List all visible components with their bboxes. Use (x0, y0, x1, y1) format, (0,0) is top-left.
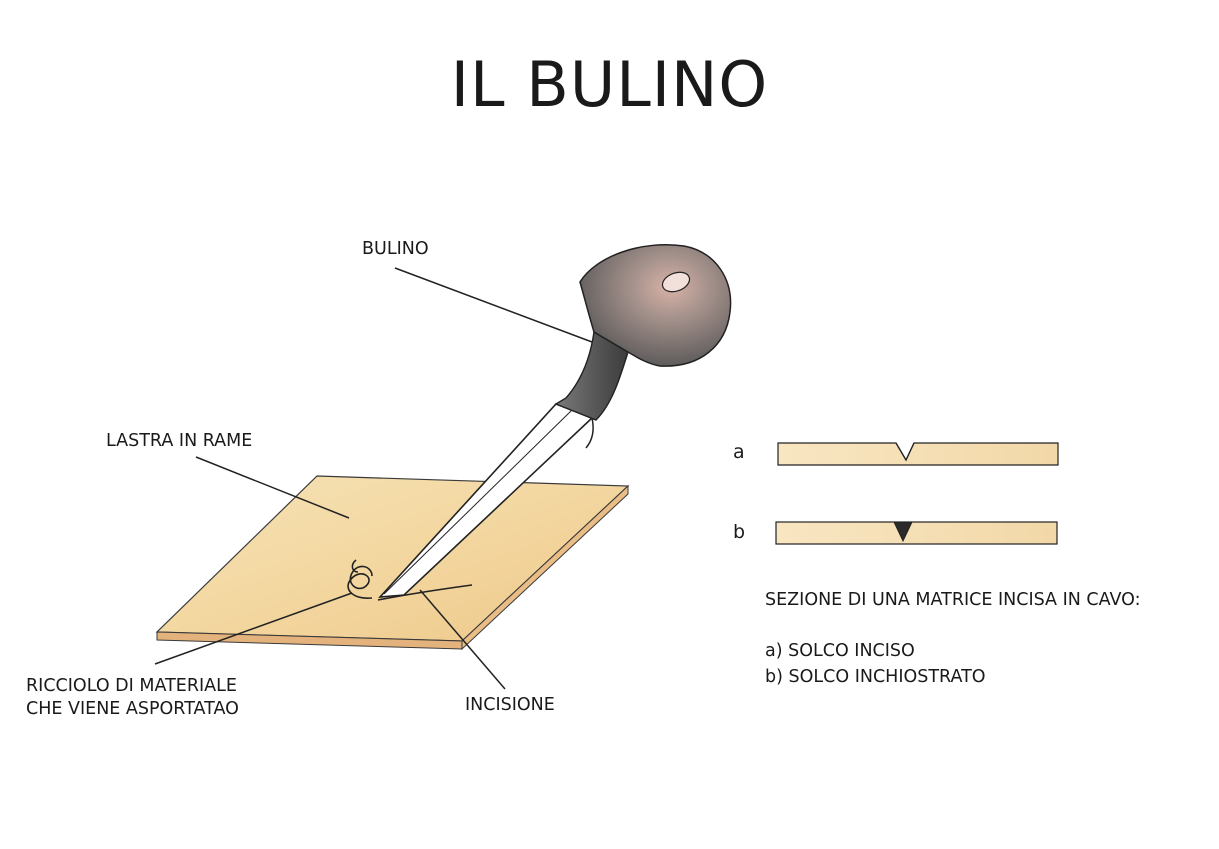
label-ricciolo: RICCIOLO DI MATERIALE CHE VIENE ASPORTAT… (26, 675, 239, 721)
label-lastra-in-rame: LASTRA IN RAME (106, 431, 253, 451)
section-b-diagram (775, 521, 1058, 545)
copper-plate (155, 475, 630, 651)
section-item-a: a) SOLCO INCISO (765, 641, 915, 661)
leader-incisione (419, 589, 506, 690)
section-b-letter: b (733, 521, 746, 543)
leader-ricciolo (154, 592, 353, 665)
section-caption: SEZIONE DI UNA MATRICE INCISA IN CAVO: (765, 590, 1141, 610)
burin-handle (554, 244, 732, 421)
section-a-letter: a (733, 441, 745, 463)
label-ricciolo-line2: CHE VIENE ASPORTATAO (26, 699, 239, 719)
section-item-b: b) SOLCO INCHIOSTRATO (765, 667, 986, 687)
leader-bulino (394, 267, 593, 343)
leader-lastra (195, 456, 350, 519)
section-a-diagram (777, 442, 1059, 466)
shaving-curl (347, 559, 373, 599)
label-incisione: INCISIONE (465, 695, 555, 715)
label-ricciolo-line1: RICCIOLO DI MATERIALE (26, 676, 237, 696)
label-bulino: BULINO (362, 239, 429, 259)
leader-lines (154, 267, 593, 690)
page-title: IL BULINO (450, 48, 769, 121)
